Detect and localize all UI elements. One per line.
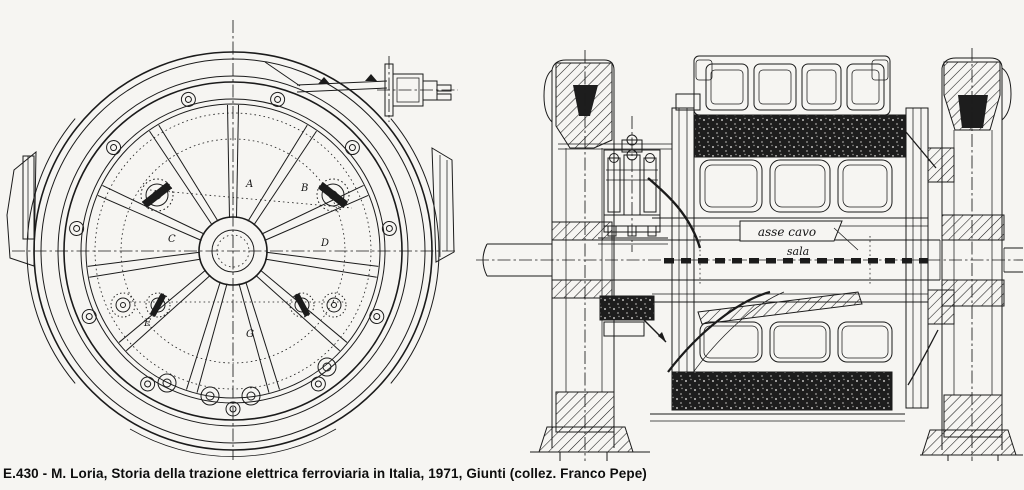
part-letter-a: A: [245, 179, 253, 190]
centerlines-left-view: [12, 20, 456, 460]
lower-pole-coils: [697, 291, 893, 363]
part-letter-d: D: [320, 238, 329, 249]
right-fittings: [905, 131, 955, 386]
brush-gear: [598, 116, 702, 252]
motor-top-cover: [693, 55, 891, 116]
technical-drawing: A B C D E G: [6, 20, 1023, 461]
caption: E.430 - M. Loria, Storia della trazione …: [3, 466, 647, 481]
lower-winding: [671, 371, 893, 411]
upper-pole-coils: [699, 159, 893, 213]
brush-bar-and-terminal: [264, 56, 458, 122]
part-letter-g: G: [246, 329, 254, 340]
spring-drive-clusters: [110, 178, 350, 406]
motor-bottom-rails: [650, 413, 905, 422]
lower-left-component: [599, 295, 667, 343]
part-letters: A B C D E G: [143, 179, 329, 340]
hollow-axle: asse cavo sala: [652, 217, 928, 303]
part-letter-e: E: [143, 318, 152, 329]
left-wheel-section: [530, 50, 672, 461]
part-letter-c: C: [168, 234, 176, 245]
wheel-front-view-drawing: A B C D E G: [6, 20, 458, 460]
field-cable-2: [691, 291, 785, 375]
axle-cross-section-drawing: asse cavo sala: [476, 48, 1023, 461]
label-asse-cavo: asse cavo: [758, 225, 816, 239]
part-letter-b: B: [300, 183, 308, 194]
upper-winding: [694, 114, 906, 158]
right-suspension-lug: [431, 147, 455, 263]
field-cable: [667, 290, 771, 373]
right-wheel-section: [920, 48, 1023, 461]
bore-hatch-dashes: [664, 258, 928, 264]
label-sala: sala: [787, 245, 809, 258]
